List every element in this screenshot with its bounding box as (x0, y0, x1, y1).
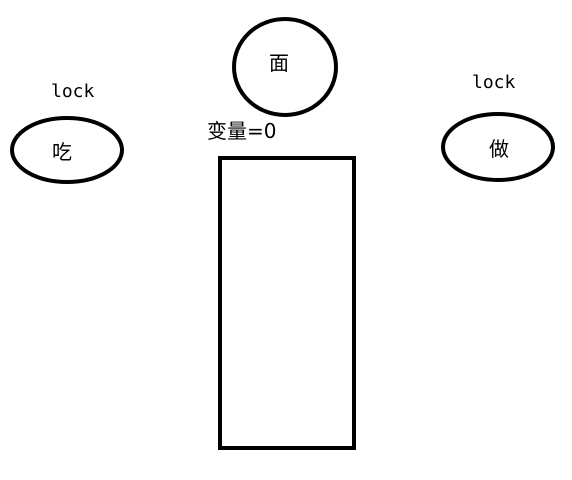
left-lock-label: lock (51, 81, 95, 102)
container-rect (218, 156, 356, 450)
left-ellipse-node (10, 116, 124, 184)
top-circle-node (232, 17, 338, 117)
variable-label: 变量=0 (207, 119, 276, 143)
top-circle-label: 面 (269, 51, 289, 75)
right-lock-label: lock (472, 72, 516, 93)
right-ellipse-node (441, 112, 555, 182)
right-ellipse-label: 做 (489, 137, 509, 161)
left-ellipse-label: 吃 (52, 140, 72, 164)
